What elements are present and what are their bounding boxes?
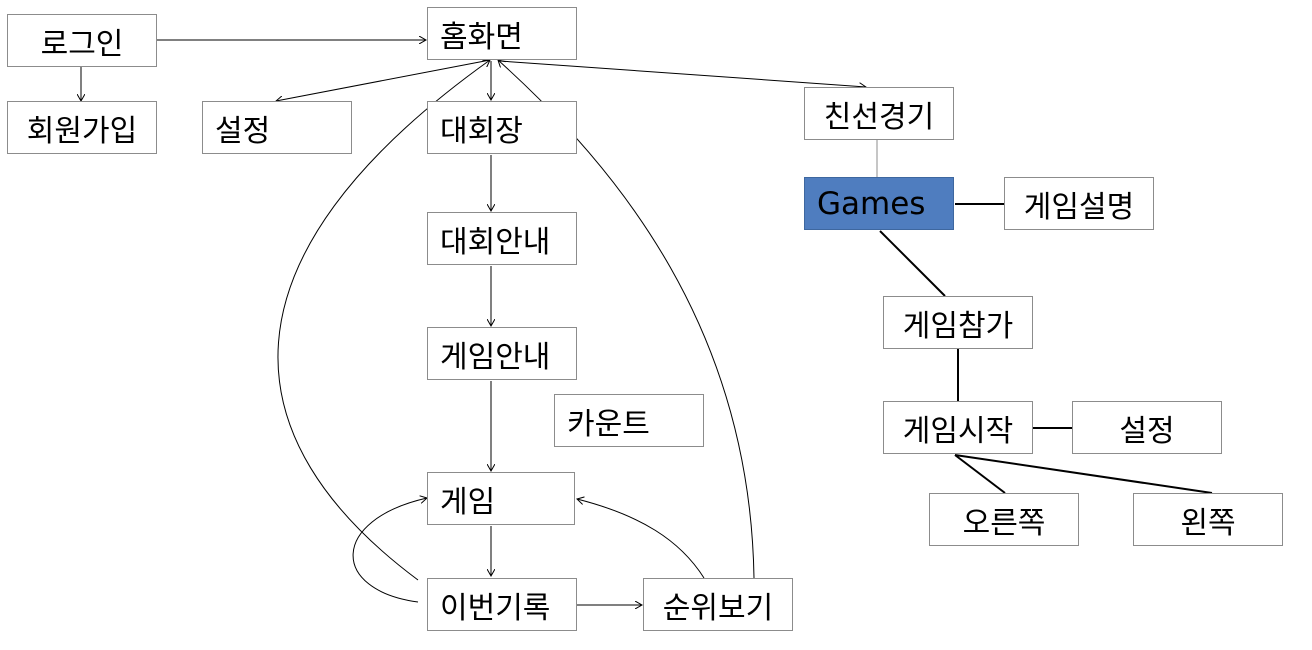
node-game-start-label: 게임시작	[902, 413, 1014, 449]
node-home: 홈화면	[427, 7, 577, 60]
node-signup: 회원가입	[7, 101, 157, 154]
node-view-rank: 순위보기	[643, 578, 793, 631]
node-view-rank-label: 순위보기	[662, 590, 774, 626]
edge-games-join	[879, 230, 946, 297]
edge-record-game-loop	[352, 498, 427, 603]
edge-rank-game	[577, 499, 705, 579]
edge-start-right	[954, 454, 1006, 494]
node-game-info: 게임안내	[427, 327, 577, 380]
node-left: 왼쪽	[1133, 493, 1283, 546]
node-game-label: 게임	[440, 484, 496, 520]
node-tournament-label: 대회장	[440, 113, 523, 149]
node-games: Games	[804, 177, 954, 230]
node-game-join-label: 게임참가	[902, 308, 1014, 344]
node-login-label: 로그인	[40, 26, 124, 62]
node-left-label: 왼쪽	[1180, 505, 1236, 541]
node-right-label: 오른쪽	[962, 505, 1046, 541]
node-count-label: 카운트	[567, 406, 650, 442]
node-home-label: 홈화면	[440, 19, 523, 55]
edge-home-friendly	[499, 60, 866, 87]
node-game-description: 게임설명	[1004, 177, 1154, 230]
edge-start-left	[954, 454, 1213, 494]
node-settings-2-label: 설정	[1119, 413, 1175, 449]
node-login: 로그인	[7, 14, 157, 67]
node-right: 오른쪽	[929, 493, 1079, 546]
node-friendly-match: 친선경기	[804, 87, 954, 140]
node-games-label: Games	[817, 185, 926, 222]
node-game-info-label: 게임안내	[440, 339, 551, 375]
node-game-description-label: 게임설명	[1023, 189, 1135, 225]
node-tournament-info: 대회안내	[427, 212, 577, 265]
node-friendly-match-label: 친선경기	[823, 99, 935, 135]
node-this-record-label: 이번기록	[440, 590, 551, 626]
node-this-record: 이번기록	[427, 578, 577, 631]
node-game-join: 게임참가	[883, 296, 1033, 349]
node-count: 카운트	[554, 394, 704, 447]
node-tournament-info-label: 대회안내	[440, 224, 551, 260]
node-settings-label: 설정	[215, 113, 271, 149]
node-settings: 설정	[202, 101, 352, 154]
node-settings-2: 설정	[1072, 401, 1222, 454]
node-signup-label: 회원가입	[26, 113, 138, 149]
edge-home-settings	[276, 59, 491, 101]
node-game: 게임	[427, 472, 575, 525]
node-game-start: 게임시작	[883, 401, 1033, 454]
edge-record-home	[277, 60, 490, 581]
node-tournament: 대회장	[427, 101, 577, 154]
